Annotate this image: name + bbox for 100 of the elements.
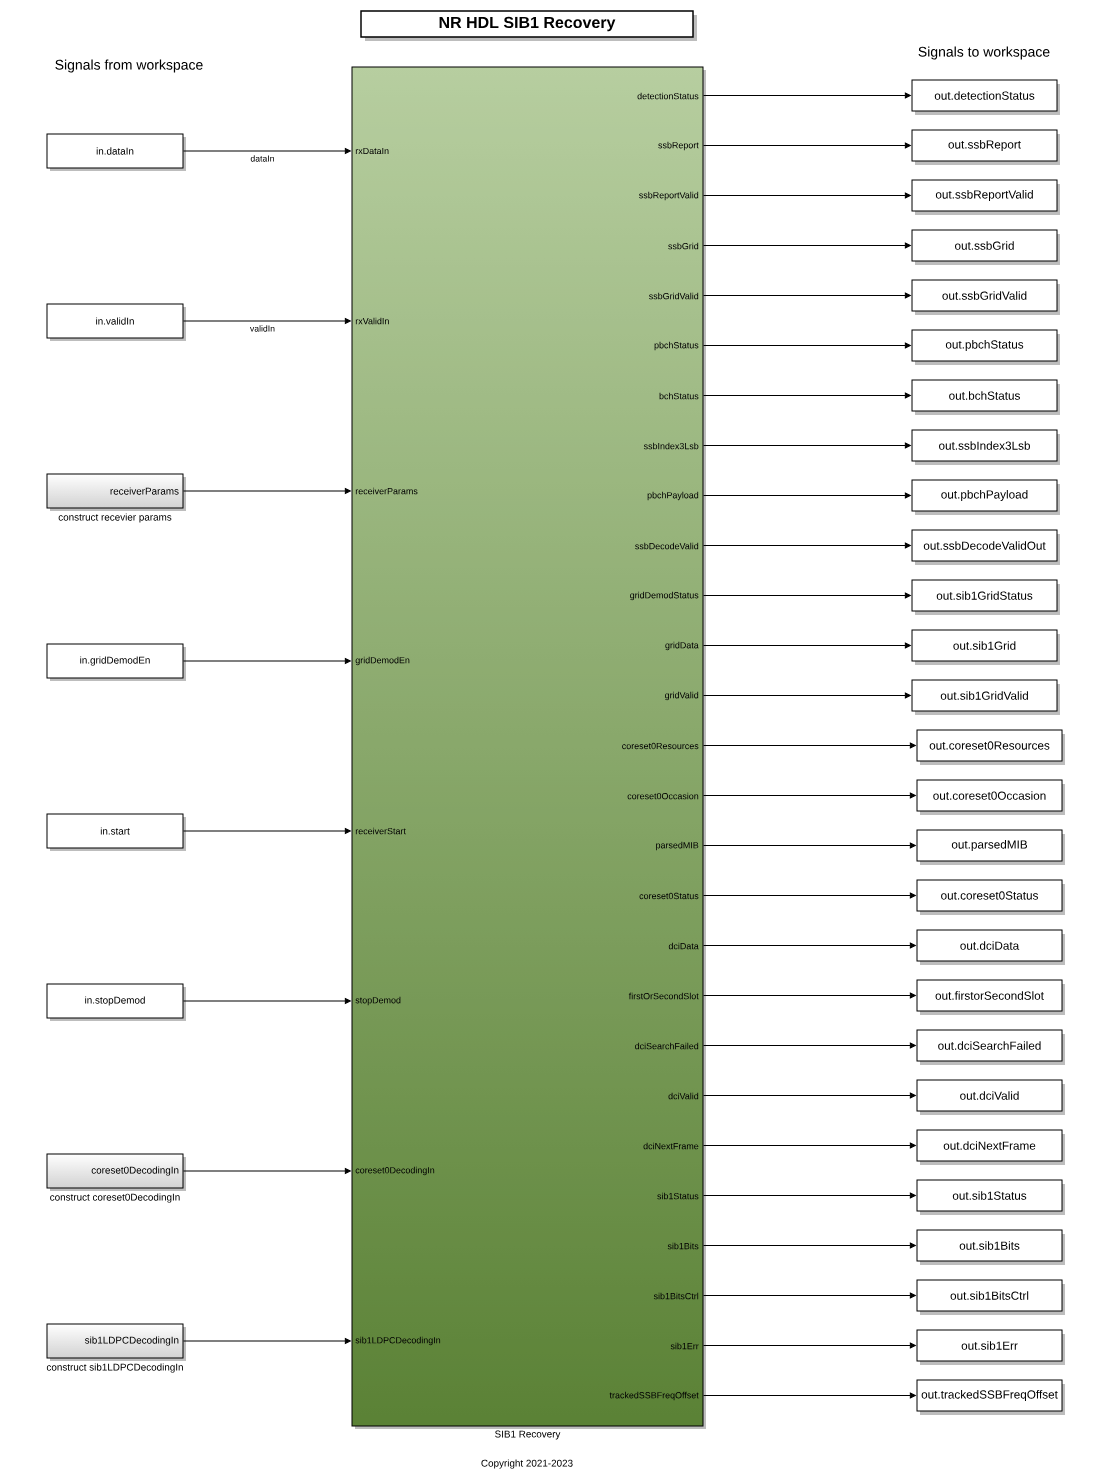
sink-block: out.sib1BitsCtrl — [916, 1279, 1065, 1315]
port-label: stopDemod — [355, 996, 401, 1006]
signal-arrow — [703, 92, 911, 99]
port-label: trackedSSBFreqOffset — [609, 1391, 699, 1401]
signal-arrow — [703, 142, 911, 149]
sink-block: out.sib1GridValid — [911, 679, 1060, 715]
port-label: sib1LDPCDecodingIn — [355, 1336, 441, 1346]
signal-arrow — [703, 1342, 916, 1349]
sink-block: out.ssbReportValid — [911, 179, 1060, 215]
signal-arrow — [703, 1192, 916, 1199]
sink-block: out.dciSearchFailed — [916, 1029, 1065, 1065]
source-block: in.gridDemodEn — [46, 643, 186, 681]
port-label: sib1Bits — [667, 1242, 699, 1250]
port-label: ssbReport — [658, 141, 699, 151]
subsystem-block: coreset0DecodingIn — [46, 1153, 186, 1191]
signal-label: validIn — [249, 325, 275, 332]
signal-arrow — [703, 492, 911, 499]
port-label: sib1Status — [657, 1192, 699, 1200]
port-label: gridValid — [665, 691, 699, 701]
sink-block: out.pbchPayload — [911, 479, 1060, 515]
port-label: detectionStatus — [637, 92, 699, 100]
sink-block: out.ssbGrid — [911, 229, 1060, 265]
port-label: gridData — [665, 641, 699, 651]
port-label: coreset0Occasion — [627, 792, 699, 800]
signal-arrow — [703, 992, 916, 999]
port-label: coreset0Resources — [622, 742, 699, 750]
source-block: in.stopDemod — [46, 983, 186, 1021]
port-label: ssbReportValid — [639, 191, 699, 201]
port-label: receiverParams — [355, 487, 418, 495]
signal-arrow — [183, 318, 351, 324]
signal-arrow — [703, 1242, 916, 1249]
port-label: pbchStatus — [654, 341, 699, 351]
port-label: rxDataIn — [355, 147, 389, 155]
signal-arrow — [183, 658, 351, 664]
subsystem-block: receiverParams — [46, 473, 186, 511]
signal-arrow — [703, 442, 911, 449]
sink-block: out.sib1GridStatus — [911, 579, 1060, 615]
sink-block: out.dciData — [916, 929, 1065, 965]
signal-arrow — [703, 592, 911, 599]
port-label: dciSearchFailed — [635, 1042, 699, 1050]
signal-arrow — [703, 1042, 916, 1049]
sink-block: out.sib1Bits — [916, 1229, 1065, 1265]
signal-arrow — [703, 692, 911, 699]
port-label: ssbIndex3Lsb — [643, 442, 699, 450]
sink-block: out.dciValid — [916, 1079, 1065, 1115]
source-block: in.validIn — [46, 303, 186, 341]
title-box: NR HDL SIB1 Recovery — [360, 10, 697, 41]
copyright-note: Copyright 2021-2023 — [481, 1459, 573, 1469]
signal-arrow — [703, 842, 916, 849]
sink-block: out.sib1Err — [916, 1329, 1065, 1365]
section-heading: Signals to workspace — [918, 46, 1050, 60]
port-label: parsedMIB — [656, 841, 699, 851]
sink-block: out.ssbDecodeValidOut — [911, 529, 1060, 565]
signal-arrow — [703, 792, 916, 799]
sink-block: out.ssbIndex3Lsb — [911, 429, 1060, 465]
port-label: dciNextFrame — [643, 1142, 699, 1150]
signal-arrow — [703, 242, 911, 249]
signal-arrow — [703, 342, 911, 349]
signal-arrow — [183, 828, 351, 834]
port-label: gridDemodEn — [355, 656, 410, 666]
source-block: in.dataIn — [46, 133, 186, 171]
signal-arrow — [703, 292, 911, 299]
port-label: dciValid — [668, 1092, 699, 1100]
port-label: firstOrSecondSlot — [628, 992, 699, 1000]
signal-arrow — [703, 542, 911, 549]
signal-arrow — [703, 1092, 916, 1099]
sink-block: out.detectionStatus — [911, 79, 1060, 115]
sink-block: out.coreset0Resources — [916, 729, 1065, 765]
signal-arrow — [703, 642, 911, 649]
block-caption: construct sib1LDPCDecodingIn — [46, 1363, 183, 1373]
sink-block: out.parsedMIB — [916, 829, 1065, 865]
signal-arrow — [183, 1168, 351, 1174]
sink-block: out.trackedSSBFreqOffset — [916, 1379, 1065, 1415]
signal-label: dataIn — [250, 155, 274, 162]
signal-arrow — [703, 892, 916, 899]
sink-block: out.bchStatus — [911, 379, 1060, 415]
port-label: gridDemodStatus — [630, 591, 699, 601]
port-label: pbchPayload — [647, 491, 699, 501]
port-label: rxValidIn — [355, 317, 389, 325]
sink-block: out.sib1Grid — [911, 629, 1060, 665]
signal-arrow — [183, 1338, 351, 1344]
signal-arrow — [183, 998, 351, 1004]
sink-block: out.pbchStatus — [911, 329, 1060, 365]
port-label: coreset0DecodingIn — [355, 1166, 435, 1176]
port-label: ssbDecodeValid — [635, 542, 699, 550]
port-label: sib1BitsCtrl — [653, 1292, 699, 1300]
port-label: dciData — [668, 942, 699, 950]
port-label: ssbGrid — [668, 242, 699, 250]
port-label: receiverStart — [355, 827, 406, 835]
signal-arrow — [183, 488, 351, 494]
port-label: bchStatus — [659, 392, 699, 400]
block-caption: construct coreset0DecodingIn — [50, 1193, 180, 1203]
port-label: coreset0Status — [639, 892, 699, 900]
signal-arrow — [703, 742, 916, 749]
sink-block: out.dciNextFrame — [916, 1129, 1065, 1165]
signal-arrow — [703, 1292, 916, 1299]
sink-block: out.coreset0Status — [916, 879, 1065, 915]
signal-arrow — [703, 1392, 916, 1399]
sink-block: out.coreset0Occasion — [916, 779, 1065, 815]
port-label: sib1Err — [670, 1342, 699, 1350]
